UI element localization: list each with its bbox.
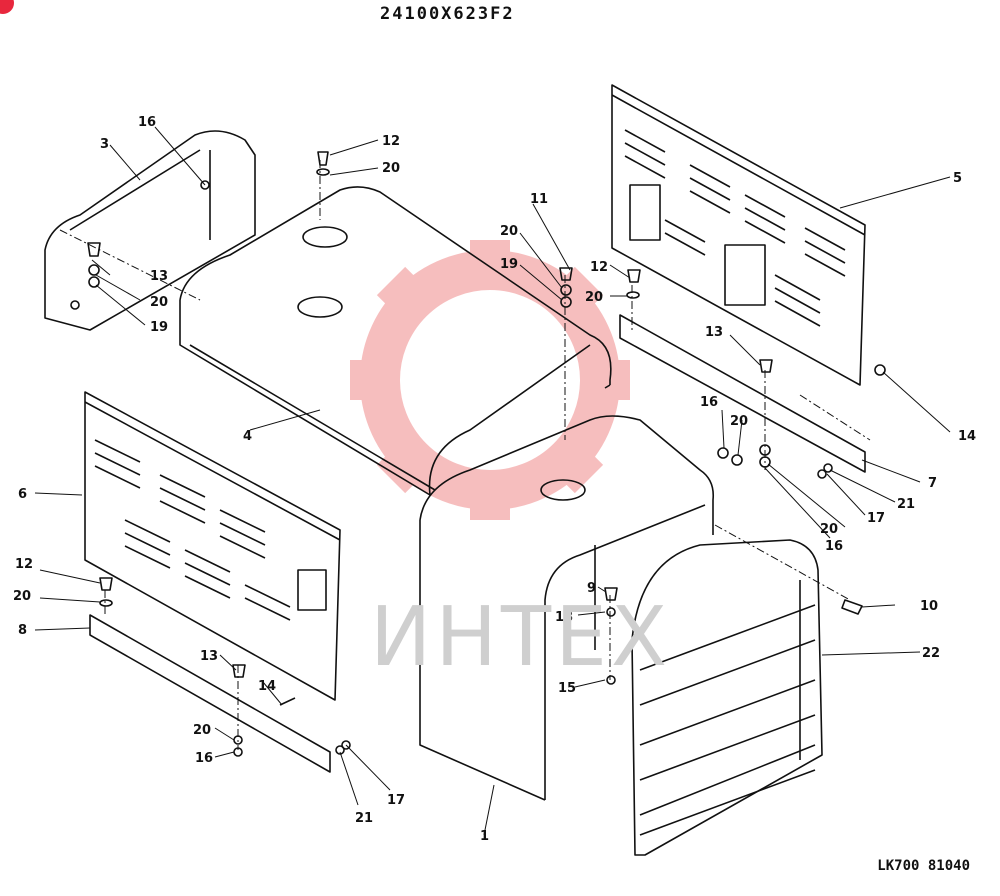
watermark-text: ИНТЕХ: [370, 590, 672, 685]
callout-7: 7: [928, 476, 937, 491]
callout-20: 20: [13, 589, 31, 604]
callout-14: 14: [258, 679, 276, 694]
part-number-title: 24100X623F2: [380, 4, 515, 24]
fastener-bolts: [87, 151, 886, 757]
callout-12: 12: [590, 260, 608, 275]
leader-lines: [34, 126, 951, 836]
callout-14: 14: [958, 429, 976, 444]
callout-17: 17: [867, 511, 885, 526]
part-22-grille-guard: [631, 539, 823, 856]
louvers-right-panel: [624, 129, 846, 327]
callout-16: 16: [700, 395, 718, 410]
callout-16: 16: [825, 539, 843, 554]
callout-19: 19: [150, 320, 168, 335]
callout-15: 15: [558, 681, 576, 696]
corner-marker: [0, 0, 14, 14]
callout-3: 3: [100, 137, 109, 152]
callout-12: 12: [382, 134, 400, 149]
part-4-top-cover: [179, 186, 612, 496]
callout-17: 17: [387, 793, 405, 808]
callout-13: 13: [705, 325, 723, 340]
callout-8: 8: [18, 623, 27, 638]
callout-20: 20: [382, 161, 400, 176]
callout-6: 6: [18, 487, 27, 502]
drawing-code: LK700 81040: [877, 858, 970, 874]
watermark-gear-icon: [350, 240, 630, 520]
callout-5: 5: [953, 171, 962, 186]
callout-16: 16: [195, 751, 213, 766]
part-5-right-panel: [611, 84, 866, 386]
callout-10: 10: [920, 599, 938, 614]
callout-20: 20: [193, 723, 211, 738]
part-7-right-bar: [619, 314, 866, 473]
callout-labels: 16 3 12 20 11 20 19 12 20 5 13 13 20 19 …: [13, 115, 976, 844]
callout-4: 4: [243, 429, 252, 444]
callout-13: 13: [200, 649, 218, 664]
callout-20: 20: [730, 414, 748, 429]
part-8-left-bar: [89, 614, 331, 773]
callout-16: 16: [138, 115, 156, 130]
part-3-rear-hood: [44, 130, 256, 331]
callout-21: 21: [355, 811, 373, 826]
callout-9: 9: [587, 581, 596, 596]
callout-18: 18: [555, 610, 573, 625]
part-6-left-panel: [84, 391, 341, 701]
callout-22: 22: [922, 646, 940, 661]
callout-1: 1: [480, 829, 489, 844]
louvers-left-panel: [94, 439, 291, 621]
callout-21: 21: [897, 497, 915, 512]
callout-19: 19: [500, 257, 518, 272]
callout-20: 20: [500, 224, 518, 239]
callout-11: 11: [530, 192, 548, 207]
callout-12: 12: [15, 557, 33, 572]
part-1-main-enclosure: [419, 415, 715, 801]
callout-20: 20: [585, 290, 603, 305]
callout-20: 20: [150, 295, 168, 310]
callout-13: 13: [150, 269, 168, 284]
callout-20: 20: [820, 522, 838, 537]
